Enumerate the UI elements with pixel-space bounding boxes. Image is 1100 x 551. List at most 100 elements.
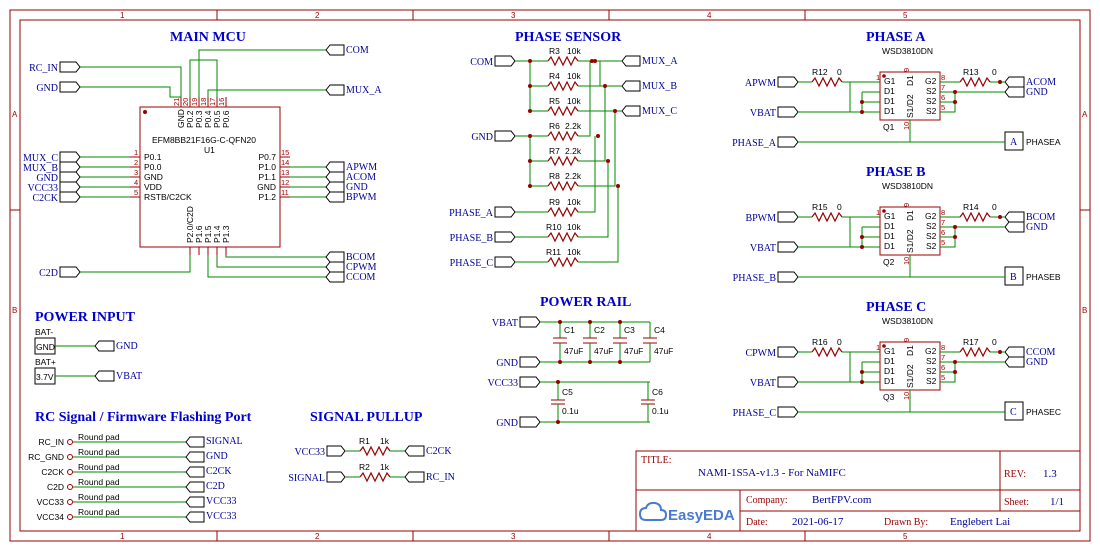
rc-net: SIGNAL xyxy=(206,436,243,447)
mosfet-pin-num: 1 xyxy=(876,73,880,82)
rc-pad-type: Round pad xyxy=(78,477,120,487)
power-input-block[interactable]: BAT- GND GND BAT+ 3.7V VBAT xyxy=(34,327,142,385)
net-label-gnd: GND xyxy=(346,182,368,193)
phase-c-stage[interactable]: CPWM VBAT PHASE_C R16 0 WSD3810DN Q3 G1 … xyxy=(733,316,1061,421)
easyeda-logo: EasyEDA xyxy=(638,501,735,524)
net-label-phase-c: PHASE_C xyxy=(450,258,494,269)
mcu-pin-num: 5 xyxy=(134,188,138,197)
net-label-rc-in: RC_IN xyxy=(29,63,58,74)
mcu-pin-name: P1.2 xyxy=(259,192,277,202)
mcu-pin-name: P0.7 xyxy=(259,152,277,162)
r11-ref: R11 xyxy=(546,247,561,257)
rc-pad-row: RC_IN Round pad SIGNAL xyxy=(38,432,243,448)
title-block: TITLE: NAMI-1S5A-v1.3 - For NaMIFC REV: … xyxy=(635,450,1081,532)
r5-value: 10k xyxy=(567,96,581,106)
r12-value: 0 xyxy=(837,67,842,77)
main-mcu-title: MAIN MCU xyxy=(170,30,246,45)
pullup-row: VCC33 R1 1k C2CK xyxy=(294,436,452,458)
rc-pad-name: C2CK xyxy=(41,467,64,477)
phase-a-stage[interactable]: APWM VBAT PHASE_A R12 0 WSD3810DN Q1 G1 … xyxy=(732,46,1061,151)
phase-sensor-block[interactable]: COM GND MUX_A MUX_B MUX_C PHASE_A PHASE_… xyxy=(449,46,678,269)
mosfet-pin-num: 5 xyxy=(941,103,945,112)
mcu-pin-num: 16 xyxy=(217,98,226,106)
mosfet-pin: D1 xyxy=(884,241,895,251)
frame-col-1: 1 xyxy=(120,11,125,20)
q2-ref: Q2 xyxy=(883,257,895,267)
rc-pad-type: Round pad xyxy=(78,432,120,442)
mcu-pin-name: P0.4 xyxy=(203,110,213,128)
pad-bat-plus-label: BAT+ xyxy=(35,357,56,367)
cap-c6 xyxy=(641,382,655,422)
frame-col-3-bottom: 3 xyxy=(511,532,516,541)
mosfet-pin: D1 xyxy=(884,221,895,231)
mosfet-pin-num: 7 xyxy=(941,353,945,362)
mosfet-pin: D1 xyxy=(884,231,895,241)
rc-pad-name: VCC33 xyxy=(37,497,65,507)
net-label-c2d: C2D xyxy=(39,268,58,279)
net-label-vbat: VBAT xyxy=(492,318,518,329)
r2-ref: R2 xyxy=(359,462,370,472)
cap-c4 xyxy=(643,322,657,362)
phase-sensor-title: PHASE SENSOR xyxy=(515,30,622,45)
r16-ref: R16 xyxy=(812,337,828,347)
cap-c2 xyxy=(583,320,597,364)
mcu-pin-num: 18 xyxy=(199,98,208,106)
net-label-acom: ACOM xyxy=(346,172,376,183)
mcu-pin-num: 17 xyxy=(208,98,217,106)
mcu-pin-num: 1 xyxy=(134,148,138,157)
mcu-pin-num: 20 xyxy=(181,98,190,106)
mosfet-pin-num: 7 xyxy=(941,218,945,227)
mcu-pin-name: P0.3 xyxy=(194,110,204,128)
title-value: NAMI-1S5A-v1.3 - For NaMIFC xyxy=(698,467,846,479)
mcu-pin-num: 13 xyxy=(281,168,289,177)
mosfet-pin-num: 6 xyxy=(941,228,945,237)
port-phase-c: C xyxy=(1010,407,1017,418)
c3-value: 47uF xyxy=(624,346,643,356)
mcu-pin-num: 12 xyxy=(281,178,289,187)
mosfet-pin-num: 10 xyxy=(902,257,911,265)
mcu-u1[interactable]: EFM8BB21F16G-C-QFN20 U1 1 2 3 4 5 P0.1 P… xyxy=(23,44,382,283)
c5-value: 0.1u xyxy=(562,406,579,416)
r10-value: 10k xyxy=(567,222,581,232)
mcu-ref: U1 xyxy=(204,145,215,155)
mcu-pin-name: P0.6 xyxy=(221,110,231,128)
net-label-gnd: GND xyxy=(496,418,518,429)
pullup-out: C2CK xyxy=(426,446,452,457)
mosfet-pin: S1/D2 xyxy=(905,229,915,253)
q2-part: WSD3810DN xyxy=(882,181,933,191)
c1-ref: C1 xyxy=(564,325,575,335)
mcu-wires xyxy=(80,49,326,278)
mosfet-pin: S1/D2 xyxy=(905,94,915,118)
q3-ref: Q3 xyxy=(883,392,895,402)
rc-pad-row: VCC34 Round pad VCC33 xyxy=(37,507,237,523)
q1-part: WSD3810DN xyxy=(882,46,933,56)
mcu-net-ports: RC_IN GND MUX_C MUX_B GND VCC33 C2CK APW… xyxy=(23,44,382,283)
c1-value: 47uF xyxy=(564,346,583,356)
rc-signal-block[interactable]: RC_IN Round pad SIGNAL RC_GND Round pad … xyxy=(28,432,243,523)
date-value: 2021-06-17 xyxy=(792,516,844,528)
mcu-pin-name: RSTB/C2CK xyxy=(144,192,192,202)
c5-ref: C5 xyxy=(562,387,573,397)
mosfet-pin: S2 xyxy=(926,106,937,116)
mcu-left-pins: 1 2 3 4 5 P0.1 P0.0 GND VDD RSTB/C2CK xyxy=(130,148,192,202)
power-rail-block[interactable]: VBAT GND VCC33 GND xyxy=(487,316,673,429)
mcu-pin-num: 14 xyxy=(281,158,289,167)
signal-pullup-block[interactable]: VCC33 R1 1k C2CK SIGNAL R2 1k RC_IN xyxy=(288,436,455,484)
r3-ref: R3 xyxy=(549,46,560,56)
mosfet-pin: D1 xyxy=(884,106,895,116)
mcu-pin-name: GND xyxy=(176,109,186,128)
phase-b-stage[interactable]: BPWM VBAT PHASE_B R15 0 WSD3810DN Q2 G1 … xyxy=(733,181,1061,286)
mosfet-pin-num: 5 xyxy=(941,373,945,382)
mcu-pin-name: P0.5 xyxy=(212,110,222,128)
mcu-pin-name: VDD xyxy=(144,182,162,192)
c6-ref: C6 xyxy=(652,387,663,397)
rc-pad-name: RC_IN xyxy=(38,437,64,447)
mosfet-pin: D1 xyxy=(884,376,895,386)
net-label-phase-a: PHASE_A xyxy=(449,208,494,219)
mcu-pin-num: 19 xyxy=(190,98,199,106)
mosfet-pin: S2 xyxy=(926,96,937,106)
mcu-pin-name: P1.6 xyxy=(194,225,204,243)
r7-ref: R7 xyxy=(549,146,560,156)
r5-ref: R5 xyxy=(549,96,560,106)
r17-value: 0 xyxy=(992,337,997,347)
